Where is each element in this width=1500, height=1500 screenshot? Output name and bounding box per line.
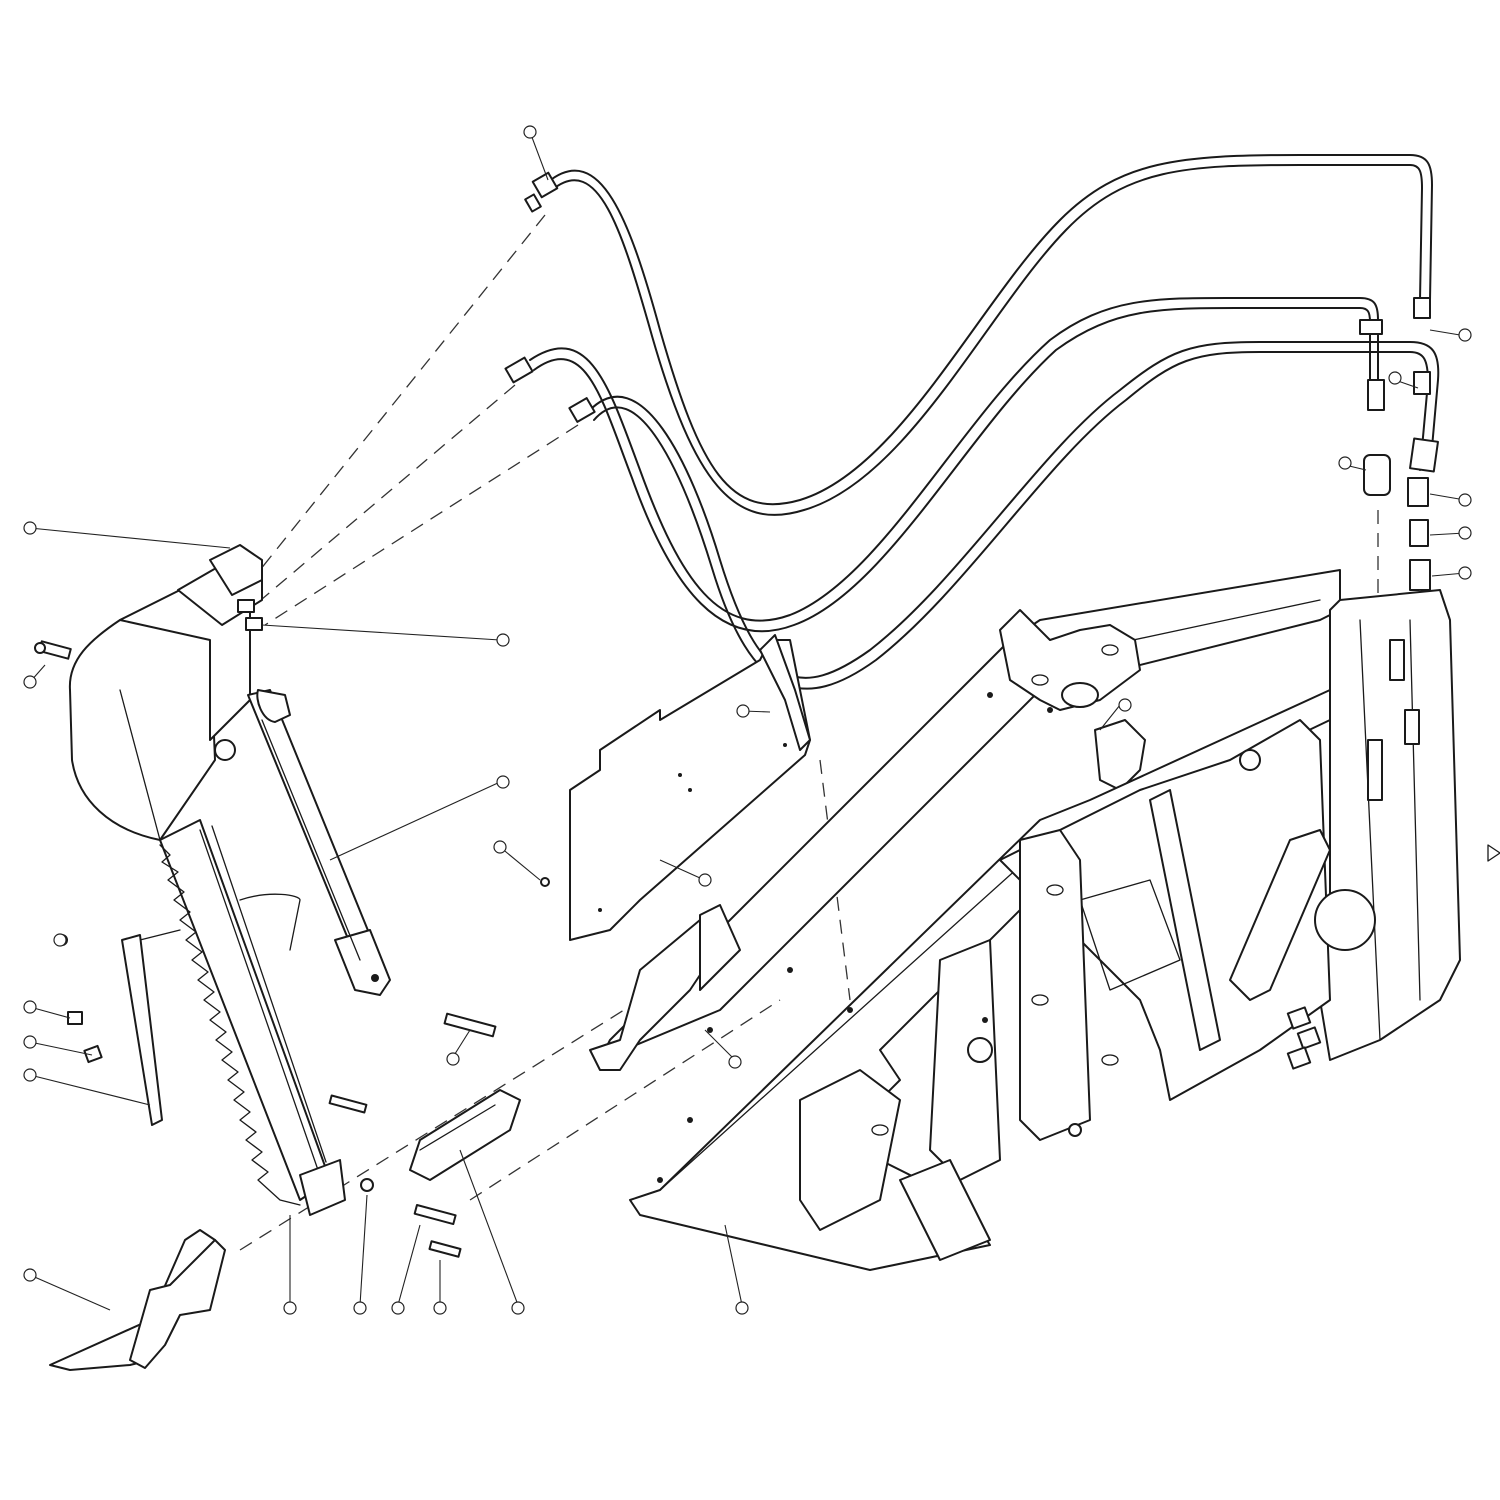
callout-balloon	[391, 1301, 405, 1315]
callout-balloon	[283, 1301, 297, 1315]
lift-cylinder	[247, 689, 391, 996]
callout-balloon	[493, 840, 507, 854]
callout-balloon	[735, 1301, 749, 1315]
callout-balloon	[496, 633, 510, 647]
callout-balloon	[433, 1301, 447, 1315]
callout-balloon	[1458, 493, 1472, 507]
callout-balloon	[511, 1301, 525, 1315]
callout-balloon	[23, 1268, 37, 1282]
callout-balloons	[23, 125, 1472, 1315]
callout-balloon	[1458, 566, 1472, 580]
callout-balloon	[698, 873, 712, 887]
callout-balloon	[496, 775, 510, 789]
callout-balloon	[23, 1000, 37, 1014]
callout-balloon	[736, 704, 750, 718]
callout-balloon	[1458, 526, 1472, 540]
callout-balloon	[1338, 456, 1352, 470]
callout-balloon	[1388, 371, 1402, 385]
triangle-right-icon	[1487, 844, 1500, 862]
callout-balloon	[446, 1052, 460, 1066]
callout-balloon	[53, 933, 67, 947]
callout-balloon	[1118, 698, 1132, 712]
hydraulic-hoses	[504, 154, 1440, 690]
callout-balloon	[23, 521, 37, 535]
leader-lines	[29, 131, 1466, 1311]
trimmer-head-assembly	[34, 544, 346, 1216]
callout-balloon	[728, 1055, 742, 1069]
callout-balloon	[23, 1035, 37, 1049]
callout-balloon	[523, 125, 537, 139]
left-small-parts	[49, 934, 521, 1371]
main-frame	[589, 569, 1461, 1271]
callout-balloon	[353, 1301, 367, 1315]
callout-balloon	[23, 1068, 37, 1082]
cover-plate	[540, 634, 811, 941]
callout-balloon	[1458, 328, 1472, 342]
callout-balloon	[23, 675, 37, 689]
